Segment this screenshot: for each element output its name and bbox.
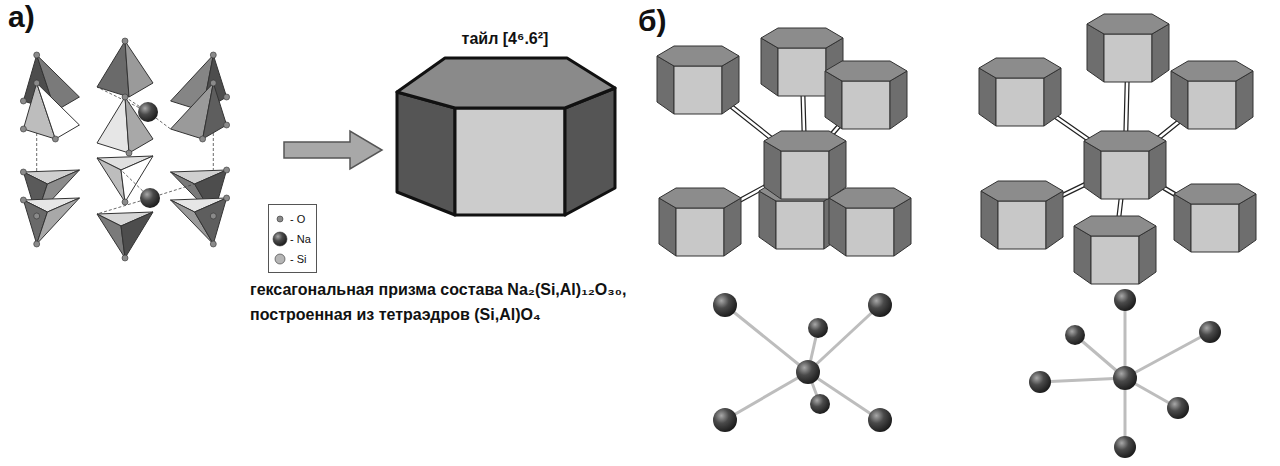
legend-text: - Si: [290, 253, 307, 265]
legend-row: - Si: [272, 249, 311, 269]
legend-sample: [272, 231, 288, 247]
hexagonal-prism-tile: [397, 58, 615, 215]
legend-text: - O: [290, 213, 305, 225]
ball-and-stick: [713, 293, 892, 432]
tetrahedron: [97, 41, 153, 97]
oxygen-atoms: [20, 38, 229, 261]
prism-tile: [1087, 14, 1169, 82]
tetrahedron: [23, 198, 79, 244]
panel-letter: б): [638, 4, 667, 39]
prism-tile: [1174, 184, 1256, 252]
figure-caption: гексагональная призма состава Na₂(Si,Al)…: [250, 277, 690, 327]
prism-tile: [979, 58, 1061, 126]
tetrahedra-ring: [23, 41, 226, 258]
ball-and-stick: [1029, 289, 1221, 458]
panel-letter: а): [8, 0, 35, 35]
tetrahedron: [23, 83, 79, 139]
prism-tile: [1084, 131, 1166, 199]
legend-row: - O: [272, 209, 311, 229]
legend-row: - Na: [272, 229, 311, 249]
prism-tile: [764, 131, 846, 199]
legend-sample: [272, 251, 288, 267]
sodium-atoms: [138, 102, 160, 208]
prism-tile: [1074, 216, 1156, 284]
prism-tile: [1171, 61, 1253, 129]
tetrahedron: [171, 83, 227, 139]
prism-tile: [829, 188, 911, 256]
thin-links: [37, 83, 214, 214]
prism-tile: [659, 188, 741, 256]
legend-text: - Na: [290, 233, 311, 245]
tile-label: тайл [4⁶.6²]: [462, 30, 549, 48]
prism-tile: [981, 181, 1063, 249]
legend-box: - O - Na - Si: [268, 204, 317, 273]
transform-arrow: [284, 131, 382, 169]
legend-sample: [272, 211, 288, 227]
prism-tile: [657, 46, 739, 114]
tetrahedron: [171, 198, 227, 244]
tetrahedron: [97, 212, 153, 258]
prism-tile: [825, 61, 907, 129]
